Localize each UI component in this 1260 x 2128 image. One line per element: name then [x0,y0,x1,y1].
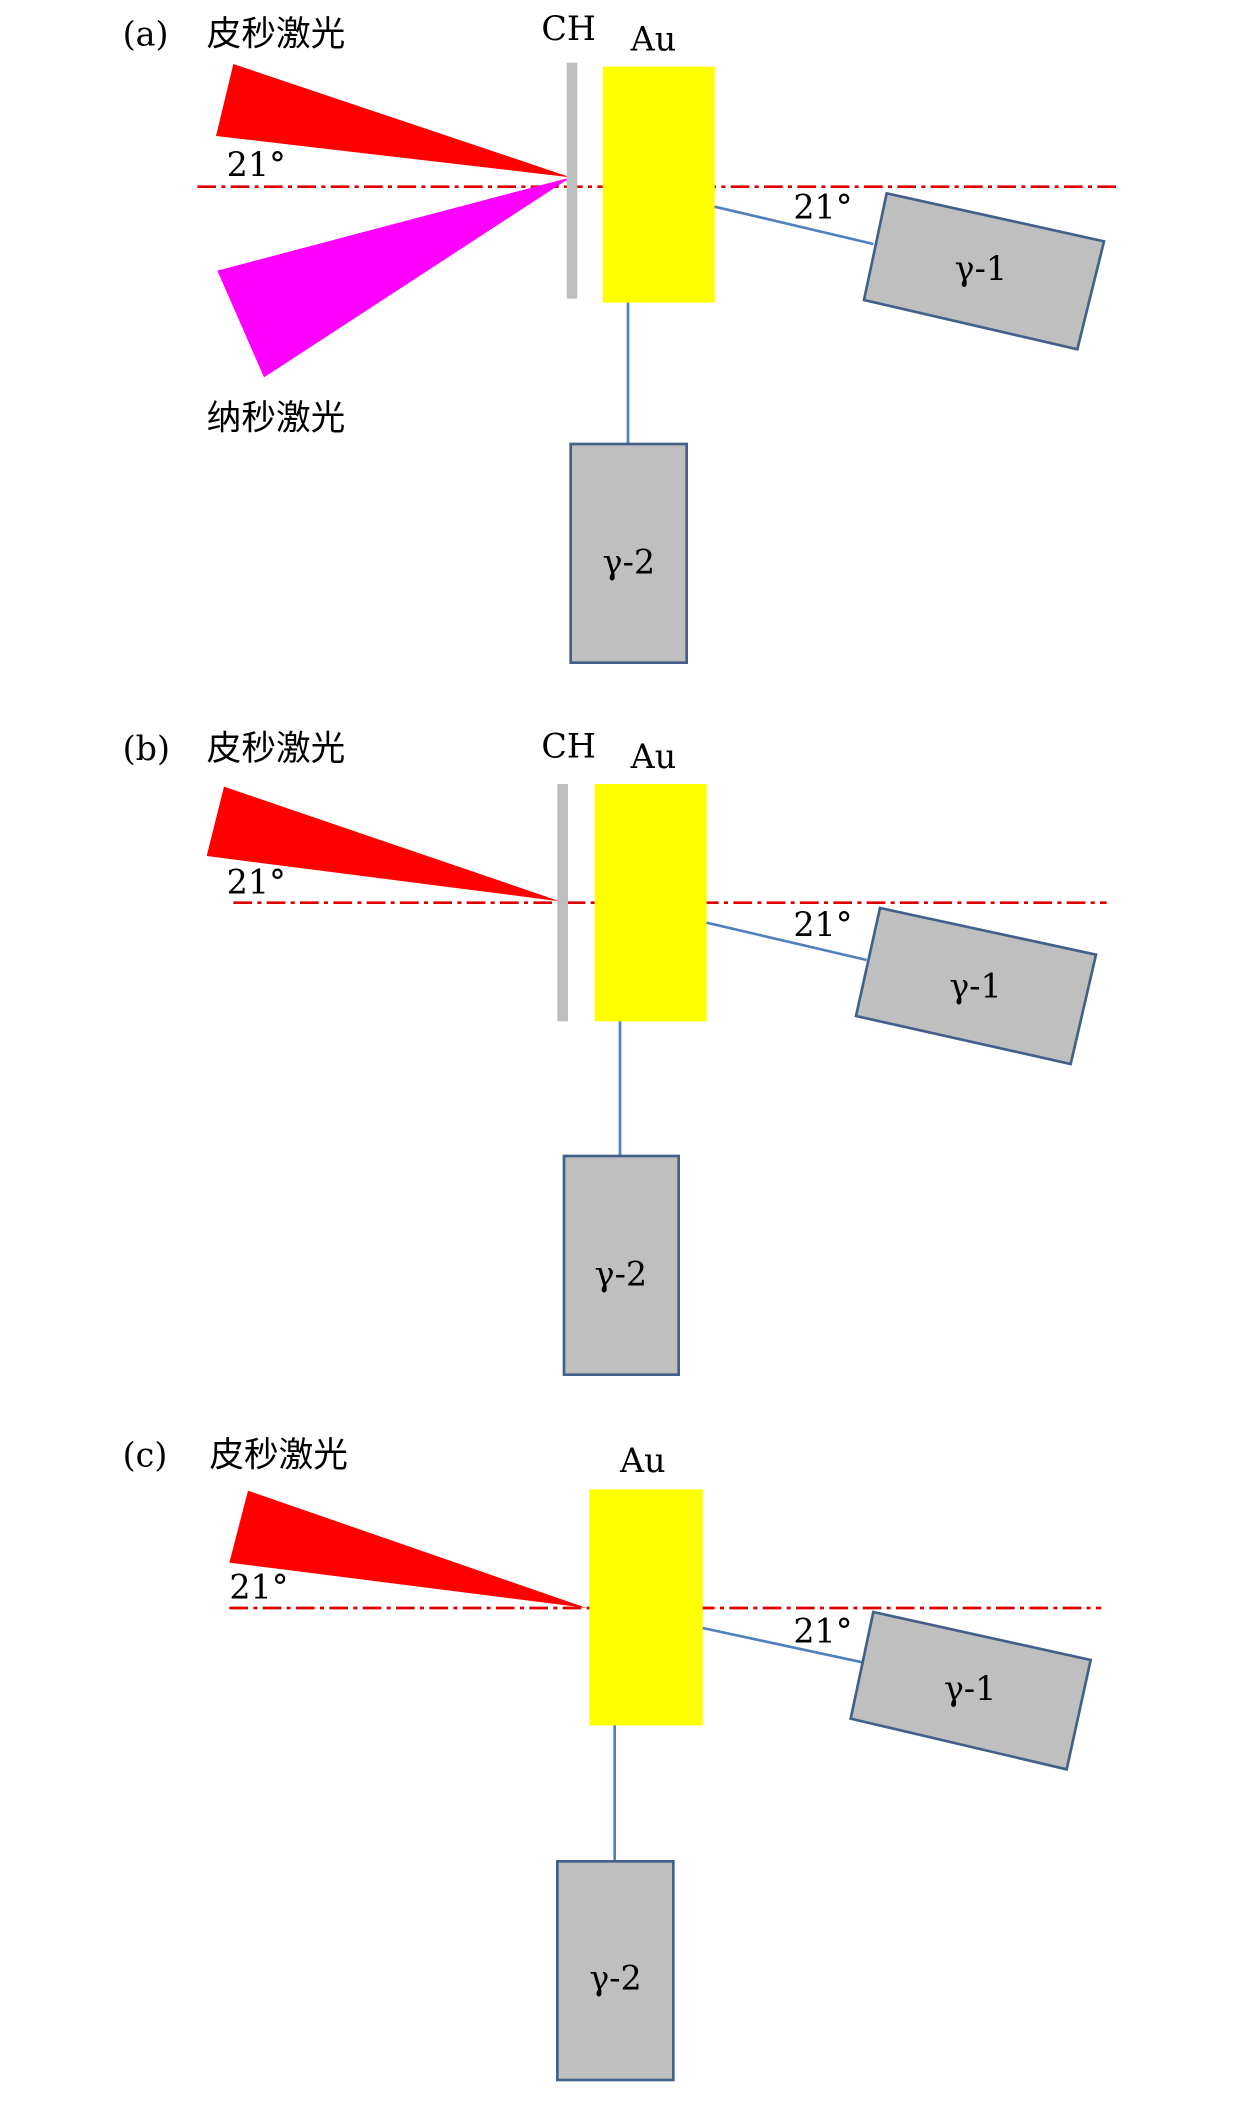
au-label: Au [630,20,677,59]
angle-detector-label: 21° [793,188,852,227]
detector1-label: γ-1 [955,249,1007,288]
au-target [594,784,707,1022]
panel-label: (c) [123,1436,168,1475]
au-label: Au [630,737,677,776]
detector2-label: γ-2 [595,1254,647,1293]
au-target [602,66,715,303]
ch-label: CH [541,9,596,48]
ps-laser-label: 皮秒激光 [207,14,346,54]
ps-laser-beam [216,64,571,178]
detector-2 [555,1859,675,2082]
ns-laser-beam [217,177,571,378]
detector1-line [706,921,867,962]
detector-1 [862,191,1106,351]
ch-foil [557,784,568,1022]
ps-laser-beam [206,786,560,902]
detector2-label: γ-2 [589,1958,641,1997]
detector-1 [849,1610,1093,1771]
panel-label: (a) [123,14,169,53]
ps-laser-beam [229,1490,587,1608]
au-label: Au [619,1441,666,1480]
detector1-label: γ-1 [944,1669,996,1708]
angle-detector-label: 21° [793,1612,852,1651]
angle-laser-label: 21° [229,1568,288,1607]
detector-2 [569,442,688,664]
detector1-line [714,205,874,246]
ch-label: CH [541,726,596,765]
panel-a: (a) 皮秒激光 CH Au 21° 21° γ-1 γ-2 纳秒激光 [123,9,1116,664]
ch-foil [566,62,578,299]
ps-laser-label: 皮秒激光 [209,1436,348,1476]
angle-laser-label: 21° [227,862,286,901]
panel-label: (b) [123,729,170,768]
detector-1 [854,906,1098,1066]
detector-2 [562,1154,680,1376]
ps-laser-label: 皮秒激光 [207,729,346,769]
panel-b: (b) 皮秒激光 CH Au 21° 21° γ-1 γ-2 [123,726,1107,1376]
detector1-label: γ-1 [949,966,1001,1005]
angle-detector-label: 21° [793,905,852,944]
detector1-line [702,1626,865,1664]
au-target [589,1489,703,1726]
panel-c: (c) 皮秒激光 Au 21° 21° γ-1 γ-2 [123,1436,1102,2082]
ns-laser-label: 纳秒激光 [207,398,346,438]
detector2-label: γ-2 [603,542,655,581]
angle-laser-label: 21° [227,145,286,184]
